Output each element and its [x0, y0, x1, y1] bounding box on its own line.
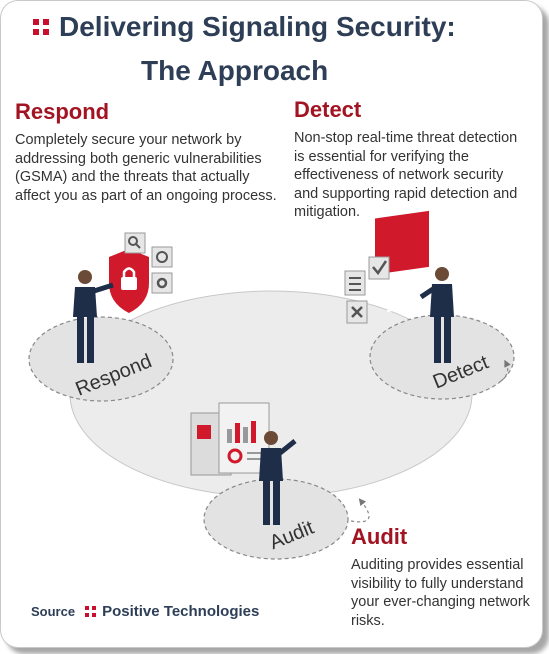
respond-heading: Respond [15, 99, 110, 124]
audit-heading: Audit [351, 524, 408, 549]
approach-cycle-diagram: Respond Detect Audit [28, 210, 515, 560]
title-line-1: Delivering Signaling Security: [33, 11, 456, 43]
source-credit: Source Positive Technologies [31, 603, 259, 620]
source-company: Positive Technologies [102, 603, 260, 620]
title-line-2: The Approach [141, 55, 329, 86]
gear-icon [151, 272, 173, 294]
report-board-icon [190, 402, 270, 476]
source-label: Source [31, 604, 76, 619]
respond-person [73, 270, 114, 363]
audit-description: Auditing provides essential visibility t… [351, 557, 530, 629]
list-icon [344, 270, 366, 296]
shield-lock-icon [109, 249, 149, 313]
close-icon [346, 300, 368, 324]
check-icon [368, 256, 390, 280]
brand-logo-icon [33, 19, 49, 35]
detect-description: Non-stop real-time threat detection is e… [294, 130, 518, 220]
respond-pad [28, 316, 174, 402]
cycle-arrow [350, 498, 370, 523]
search-icon [124, 232, 146, 254]
detect-heading: Detect [294, 97, 362, 122]
title-text-1: Delivering Signaling Security: [59, 11, 456, 42]
respond-description: Completely secure your network by addres… [15, 132, 277, 204]
infographic-card: Delivering Signaling Security: The Appro… [0, 0, 543, 648]
cycle-arrow [500, 359, 511, 382]
company-logo-icon [85, 606, 97, 617]
refresh-icon [151, 246, 173, 268]
audit-person [259, 431, 297, 525]
detect-pad [369, 314, 515, 400]
detect-person [419, 267, 454, 363]
